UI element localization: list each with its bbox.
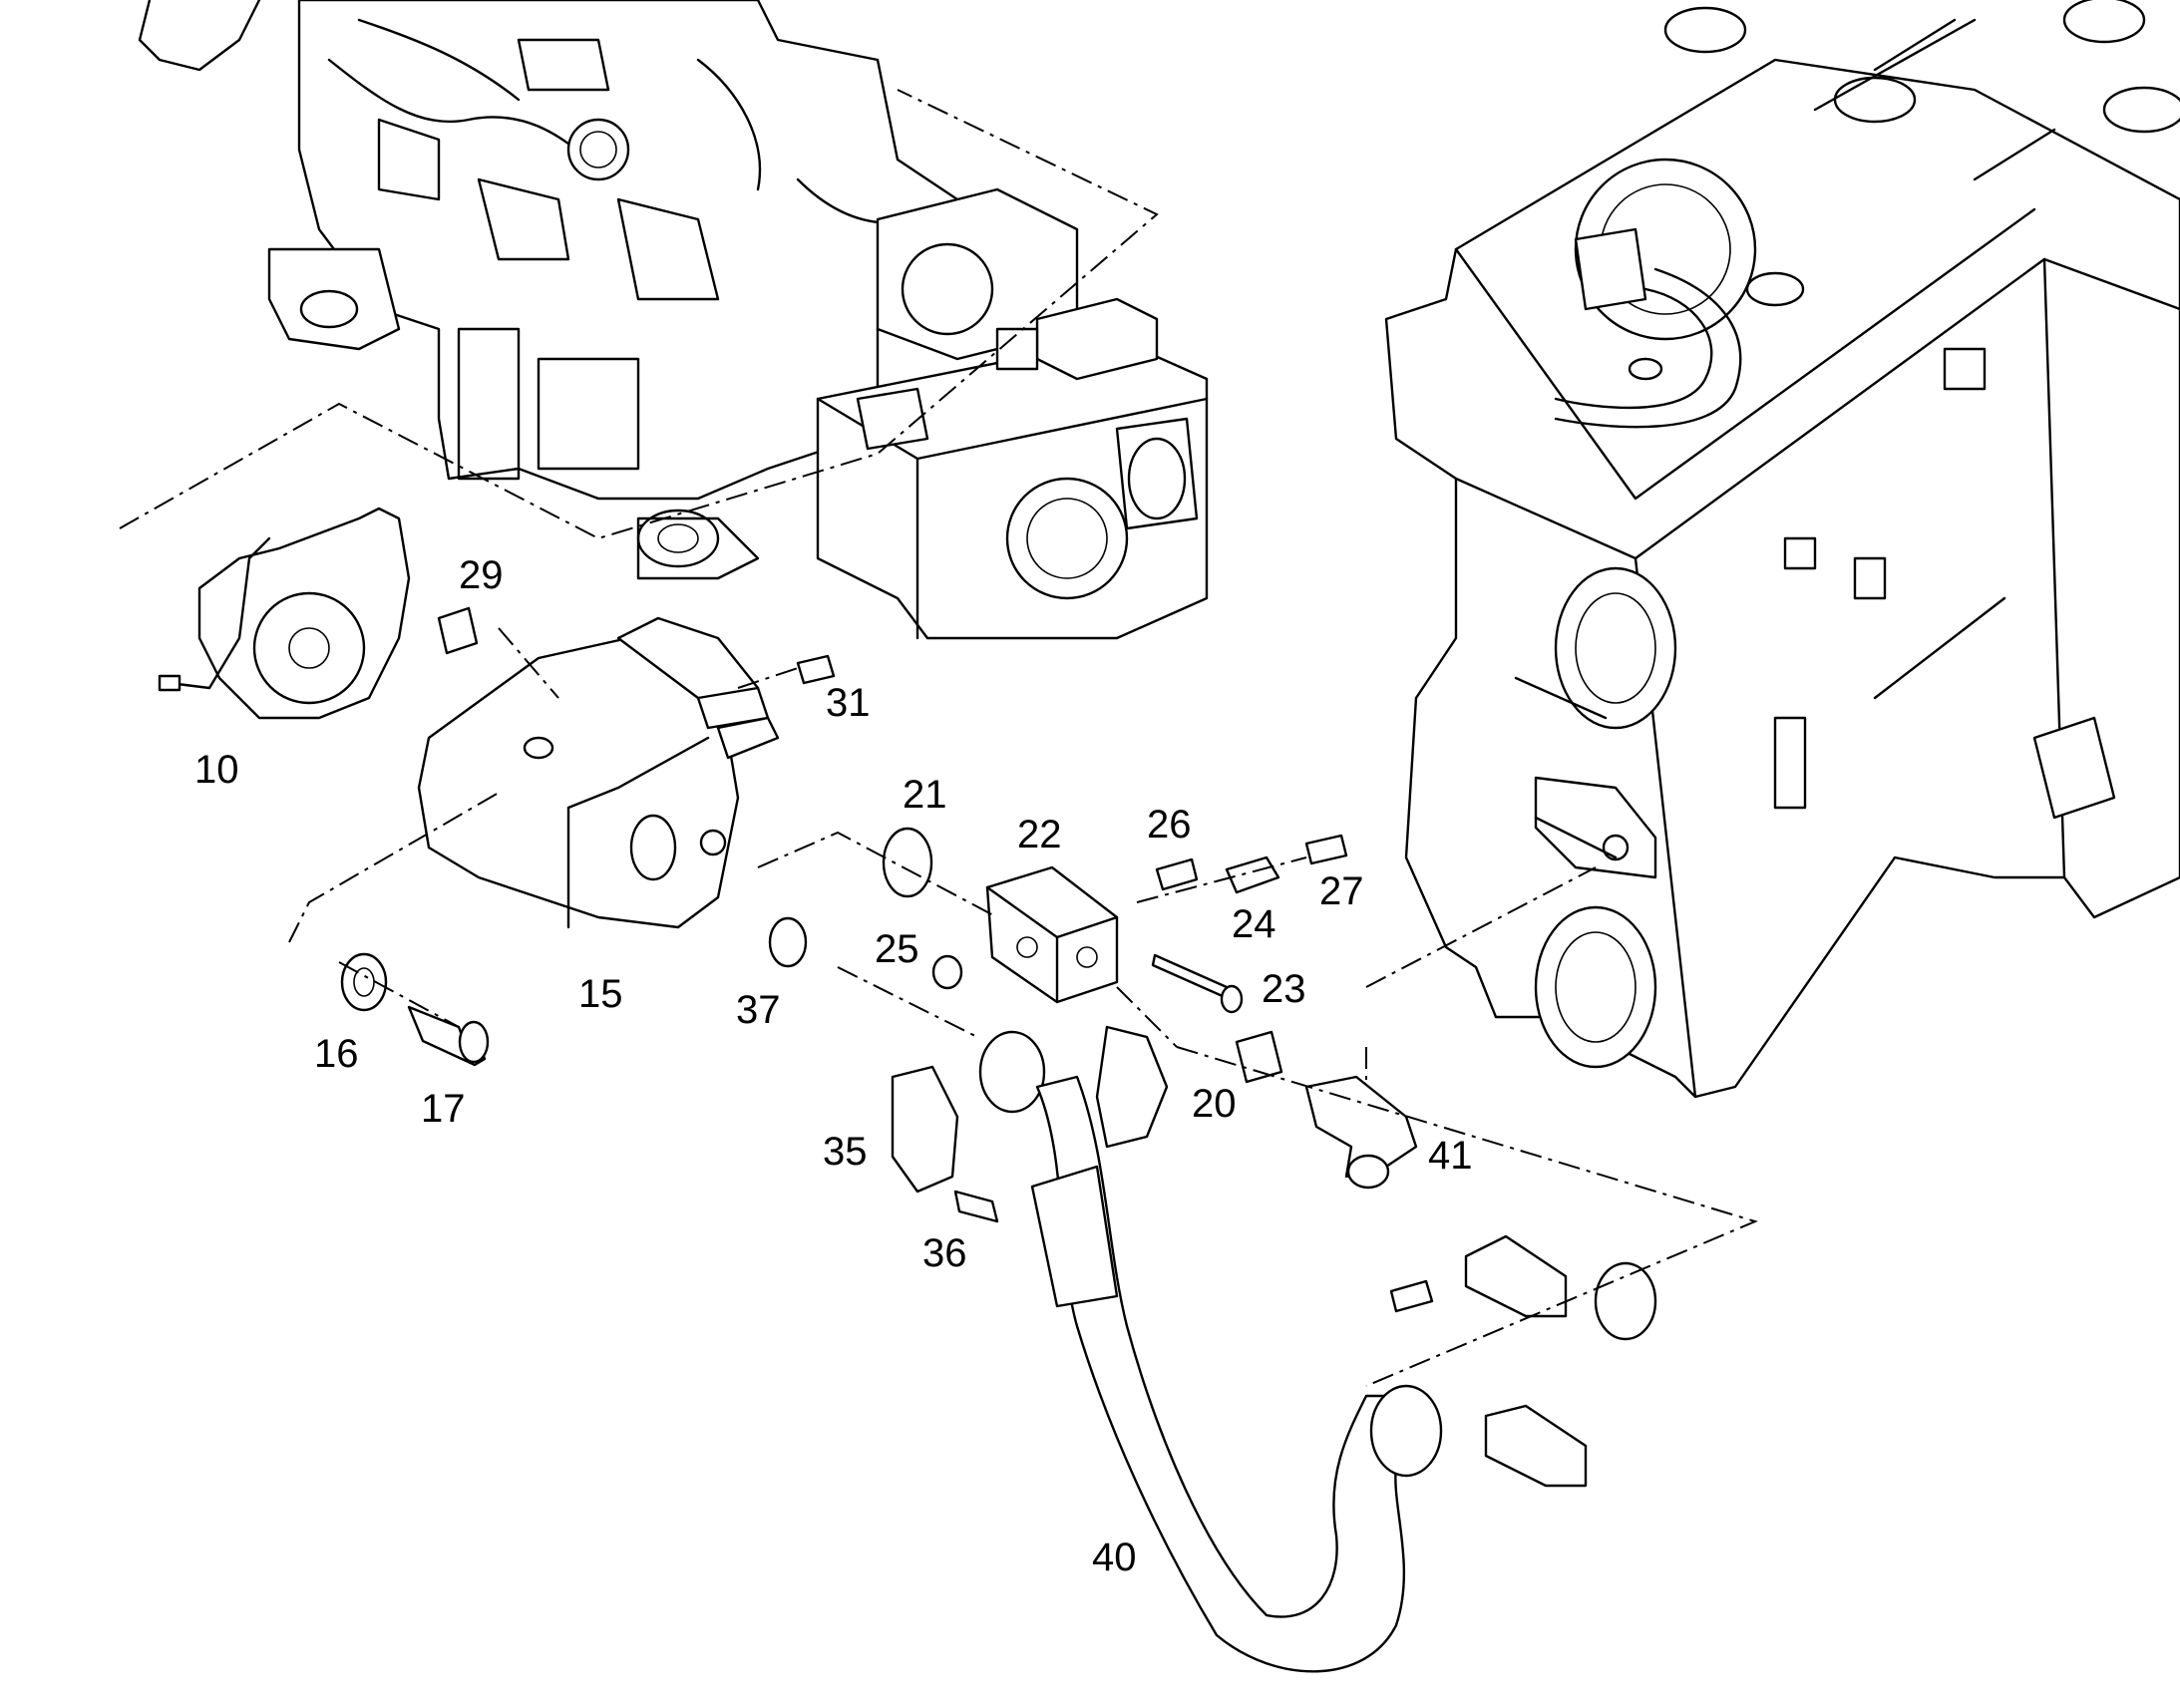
callout-40: 40 [1092,1536,1137,1579]
callout-22: 22 [1017,813,1062,856]
bolt-23 [1151,953,1244,1014]
adapter-block-22 [985,865,1119,1004]
engine-assembly [138,0,1079,580]
callout-29: 29 [459,553,504,597]
hydraulic-hose-40 [978,1030,1443,1673]
fitting-26 [1155,857,1199,891]
plug-25 [931,954,963,990]
pump-housing-10 [158,507,411,720]
flange-kit-lower [1389,1234,1657,1488]
elbow-fitting-41 [1304,1075,1418,1190]
seal-ring-21 [882,827,933,898]
callout-41: 41 [1428,1134,1473,1178]
assembly-centerlines [119,89,1758,1387]
bolt-17 [407,1005,490,1067]
seal-ring-37 [768,916,808,968]
hydraulic-pump-15 [417,616,780,929]
callout-10: 10 [194,748,239,792]
callout-25: 25 [875,927,919,971]
washer-16 [340,952,388,1012]
adapter-20 [1235,1030,1283,1084]
fitting-24 [1225,855,1280,894]
callout-21: 21 [903,773,947,817]
transmission-housing [1384,0,2180,1099]
callout-17: 17 [421,1087,466,1131]
flange-clamp-35 [891,1025,1169,1194]
callout-37: 37 [736,988,781,1032]
callout-24: 24 [1232,902,1276,946]
callout-35: 35 [823,1130,868,1174]
callout-20: 20 [1192,1082,1237,1126]
callout-16: 16 [314,1032,359,1076]
screw-36 [953,1190,999,1223]
callout-15: 15 [578,972,623,1016]
valve-block-assembly [816,297,1209,640]
callout-26: 26 [1147,803,1192,847]
callout-27: 27 [1319,869,1364,913]
fitting-27 [1304,834,1348,865]
callout-36: 36 [922,1231,967,1275]
fitting-31 [796,654,836,685]
callout-31: 31 [826,681,871,725]
fitting-29 [437,606,479,655]
callout-23: 23 [1262,967,1306,1011]
